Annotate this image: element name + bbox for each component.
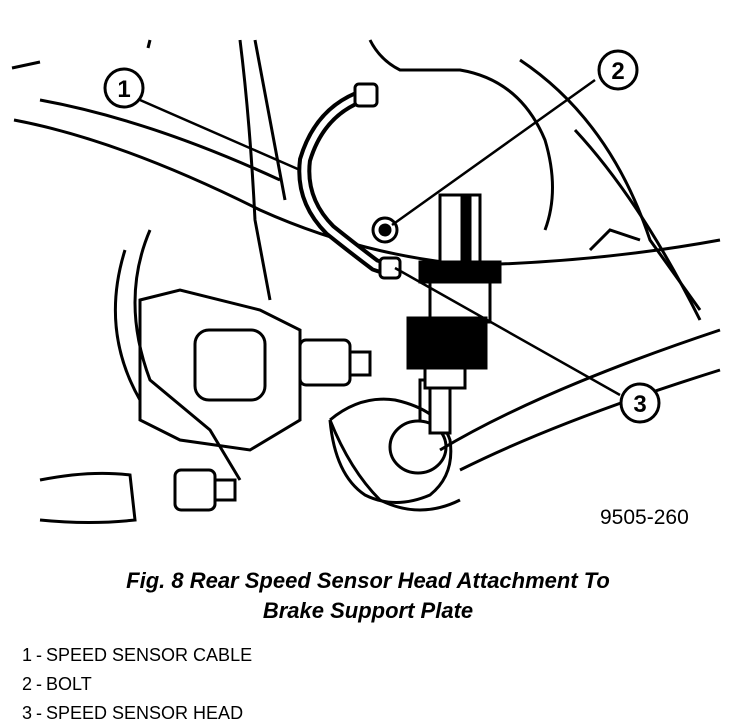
callout-2-number: 2: [611, 58, 624, 85]
legend-list: 1-SPEED SENSOR CABLE 2-BOLT 3-SPEED SENS…: [22, 641, 252, 728]
legend-separator: -: [36, 674, 43, 694]
legend-number: 3: [22, 703, 33, 723]
callout-2: 2: [597, 49, 639, 91]
bolt: [371, 216, 399, 244]
illustration: 1 2 3: [11, 39, 721, 524]
legend-label: SPEED SENSOR HEAD: [46, 703, 244, 723]
legend-item: 2-BOLT: [22, 670, 252, 699]
legend-label: SPEED SENSOR CABLE: [46, 645, 253, 665]
legend-item: 3-SPEED SENSOR HEAD: [22, 699, 252, 728]
legend-number: 2: [22, 674, 33, 694]
legend-separator: -: [36, 645, 43, 665]
caption-line-2: Brake Support Plate: [262, 598, 474, 623]
figure-code: 9505-260: [600, 506, 689, 529]
speed-sensor-cable: [297, 82, 402, 280]
mounting-bracket: [138, 288, 372, 452]
legend-number: 1: [22, 645, 33, 665]
leader-lines: [139, 78, 621, 397]
brake-support-plate: [11, 39, 721, 512]
callout-3: 3: [619, 382, 661, 424]
speed-sensor-head: [406, 193, 502, 435]
legend-item: 1-SPEED SENSOR CABLE: [22, 641, 252, 670]
callout-1: 1: [103, 67, 145, 109]
callout-1-number: 1: [117, 76, 130, 103]
legend-separator: -: [36, 703, 43, 723]
figure-caption: Fig. 8 Rear Speed Sensor Head Attachment…: [20, 566, 716, 626]
caption-line-1: Fig. 8 Rear Speed Sensor Head Attachment…: [126, 568, 610, 593]
callout-3-number: 3: [633, 391, 646, 418]
legend-label: BOLT: [46, 674, 92, 694]
